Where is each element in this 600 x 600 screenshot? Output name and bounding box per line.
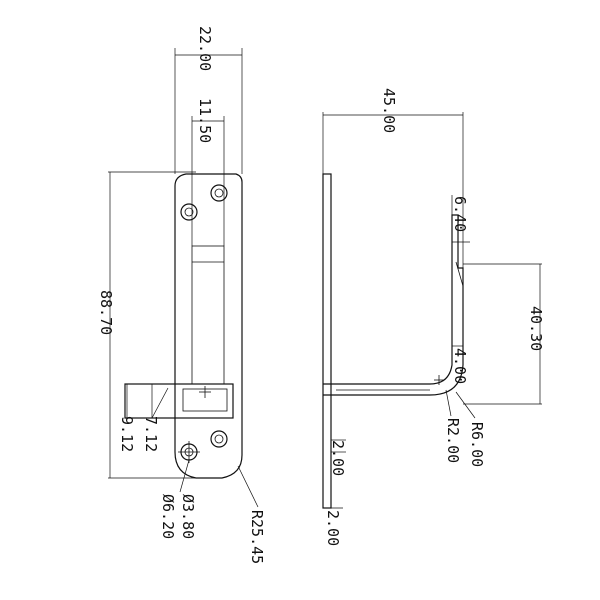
dim-r25-label: R25.45 [248, 510, 266, 564]
dim-6-4-label: 6.40 [451, 196, 469, 232]
dim-hole-3-8-label: Ø3.80 [179, 494, 197, 539]
dim-11-5-label: 11.50 [196, 98, 214, 143]
dim-40-3-label: 40.30 [527, 306, 545, 351]
dim-r2-label: R2.00 [444, 418, 462, 463]
mount-hole-top-right-outer [210, 184, 228, 202]
dim-4-label: 4.00 [451, 348, 469, 384]
side-view: 45.00 6.40 40.30 4.00 R6.00 R2.00 2.00 2… [322, 88, 545, 546]
dim-22-label: 22.00 [196, 26, 214, 71]
dim-hole-leader [179, 459, 190, 493]
dim-hole-6-2-label: Ø6.20 [159, 494, 177, 539]
dim-r2-leader [445, 389, 452, 417]
front-view: 22.00 11.50 88.70 7.12 9.12 Ø3.80 Ø6.20 … [97, 26, 266, 564]
dim-r6-label: R6.00 [468, 422, 486, 467]
mount-hole-top-right-inner [214, 188, 224, 198]
dim-2b-label: 2.00 [324, 510, 342, 546]
mount-hole-bottom-right-outer [210, 430, 228, 448]
side-hook-inner [455, 261, 464, 287]
side-hook [429, 214, 464, 396]
mount-hole-bottom-right-inner [214, 434, 224, 444]
dim-7-12-leader [151, 387, 169, 419]
dim-r6-leader [455, 391, 476, 419]
mount-hole-top-left-inner [184, 207, 194, 217]
dim-2a-label: 2.00 [329, 440, 347, 476]
dim-45-label: 45.00 [380, 88, 398, 133]
front-plate-outline [174, 173, 243, 479]
mount-hole-top-left-outer [180, 203, 198, 221]
dim-88-7-label: 88.70 [97, 290, 115, 335]
dim-r25-leader [237, 465, 259, 508]
bolt-handle-outer [124, 383, 234, 419]
bolt-channel [191, 245, 225, 385]
dim-9-12-label: 9.12 [118, 416, 136, 452]
dim-7-12-label: 7.12 [142, 416, 160, 452]
